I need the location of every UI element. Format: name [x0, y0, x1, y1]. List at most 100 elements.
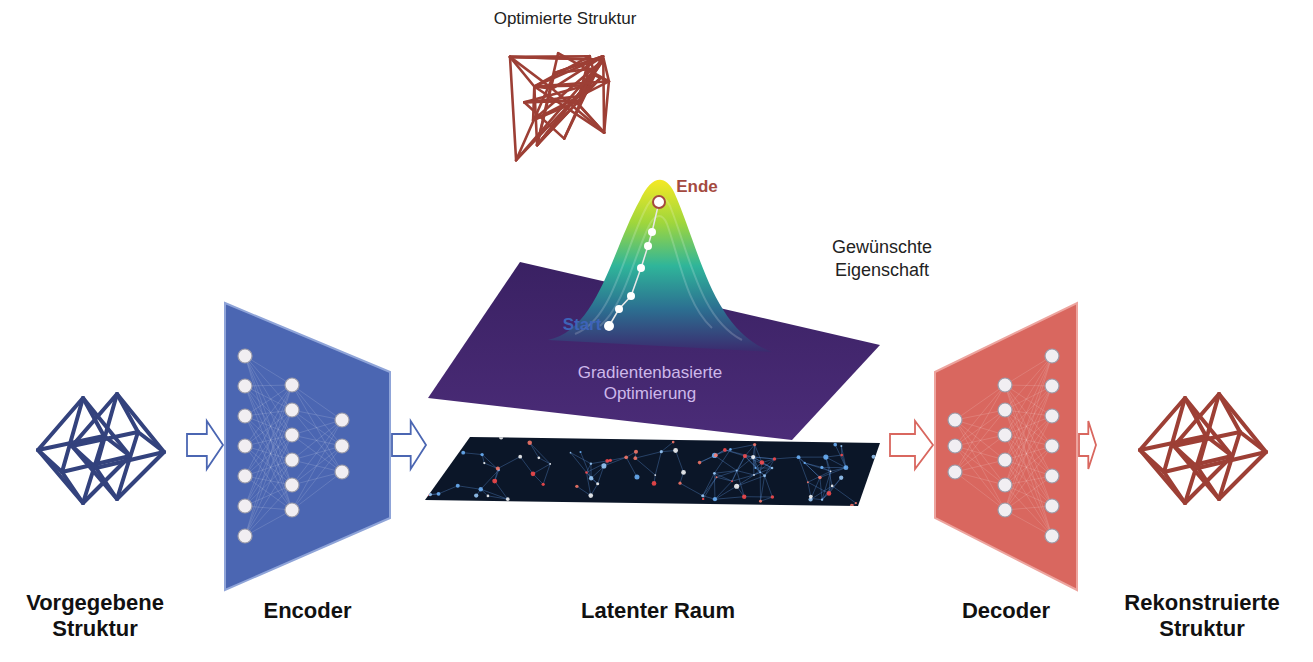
net-link: [1005, 356, 1052, 385]
network-dot: [751, 455, 755, 459]
lattice-strut: [72, 446, 117, 499]
network-dot: [456, 484, 460, 488]
net-link: [292, 420, 342, 485]
neuron: [998, 428, 1012, 442]
lattice-strut: [1219, 394, 1266, 452]
network-dot: [807, 481, 809, 483]
network-dot: [855, 502, 857, 504]
lattice-strut: [1240, 432, 1266, 452]
net-link: [245, 510, 292, 536]
net-link: [1005, 416, 1052, 460]
network-link: [765, 476, 773, 497]
network-dot: [461, 451, 465, 455]
network-link: [463, 453, 482, 455]
part-label: Latenter Raum: [428, 598, 888, 624]
network-link: [530, 443, 539, 458]
network-link: [799, 457, 808, 482]
lattice-strut: [1198, 468, 1219, 499]
network-dot: [840, 445, 842, 447]
network-dot: [731, 480, 733, 482]
network-dot: [702, 498, 704, 500]
net-link: [245, 416, 292, 460]
network-link: [826, 457, 832, 486]
neuron: [998, 478, 1012, 492]
network-dot: [624, 455, 628, 459]
optimized-lattice: [510, 53, 609, 160]
neuron: [285, 403, 299, 417]
lattice-strut: [604, 81, 609, 132]
network-link: [458, 486, 481, 489]
network-link: [635, 452, 661, 458]
network-link: [725, 450, 753, 457]
lattice-strut: [62, 472, 83, 503]
network-link: [808, 482, 811, 496]
network-dot: [527, 441, 532, 446]
network-dot: [760, 460, 765, 465]
neuron: [998, 378, 1012, 392]
part-label: Vorgegebene Struktur: [5, 590, 185, 642]
lattice-strut: [72, 432, 138, 446]
network-dot: [773, 457, 776, 460]
neuron: [285, 378, 299, 392]
network-link: [586, 464, 590, 473]
network-dot: [588, 493, 593, 498]
network-dot: [549, 463, 551, 465]
neuron: [1045, 409, 1059, 423]
network-dot: [605, 459, 609, 463]
network-dot: [601, 463, 606, 468]
network-dot: [715, 476, 717, 478]
neuron: [238, 469, 252, 483]
lattice-strut: [552, 56, 603, 88]
network-link: [732, 475, 754, 481]
network-link: [571, 453, 591, 464]
network-link: [543, 464, 550, 484]
part-label: Rekonstruierte Struktur: [1098, 590, 1306, 642]
network-link: [808, 471, 831, 482]
network-dot: [804, 462, 806, 464]
network-dot: [821, 499, 823, 501]
network-link: [626, 457, 637, 477]
flow-arrow: [187, 421, 223, 469]
network-dot: [831, 485, 834, 488]
lattice-strut: [1198, 452, 1266, 468]
net-link: [955, 385, 1005, 420]
network-dot: [672, 441, 675, 444]
lattice-strut: [574, 100, 604, 133]
lattice-strut: [1140, 450, 1185, 503]
network-link: [661, 442, 673, 452]
neuron: [1045, 469, 1059, 483]
network-link: [714, 471, 736, 474]
network-dot: [759, 500, 762, 503]
network-link: [760, 472, 761, 501]
diagram-part: Vorgegebene Struktur: [5, 380, 185, 642]
network-dot: [736, 470, 738, 472]
neuron: [1045, 439, 1059, 453]
latent-network-plane: [425, 436, 880, 508]
lattice-strut: [138, 432, 164, 452]
network-dot: [827, 491, 832, 496]
neuron: [335, 413, 349, 427]
network-dot: [428, 493, 432, 497]
network-dot: [673, 448, 678, 453]
lattice-strut: [1164, 472, 1185, 503]
lattice-strut: [574, 100, 604, 133]
net-link: [1005, 386, 1052, 410]
lattice-strut: [533, 101, 579, 120]
annotation-label: Ende: [676, 176, 718, 197]
net-link: [245, 410, 292, 536]
network-link: [822, 478, 841, 500]
network-link: [520, 457, 533, 474]
neuron: [238, 499, 252, 513]
network-link: [577, 486, 591, 495]
lattice-strut: [1174, 446, 1198, 468]
net-link: [955, 420, 1005, 510]
network-dot: [698, 461, 702, 465]
network-link: [581, 452, 592, 478]
network-dot: [734, 484, 739, 489]
lattice-strut: [524, 101, 579, 102]
network-dot: [872, 455, 876, 459]
lattice-strut: [510, 57, 552, 89]
net-link: [292, 385, 342, 420]
network-link: [755, 467, 772, 468]
